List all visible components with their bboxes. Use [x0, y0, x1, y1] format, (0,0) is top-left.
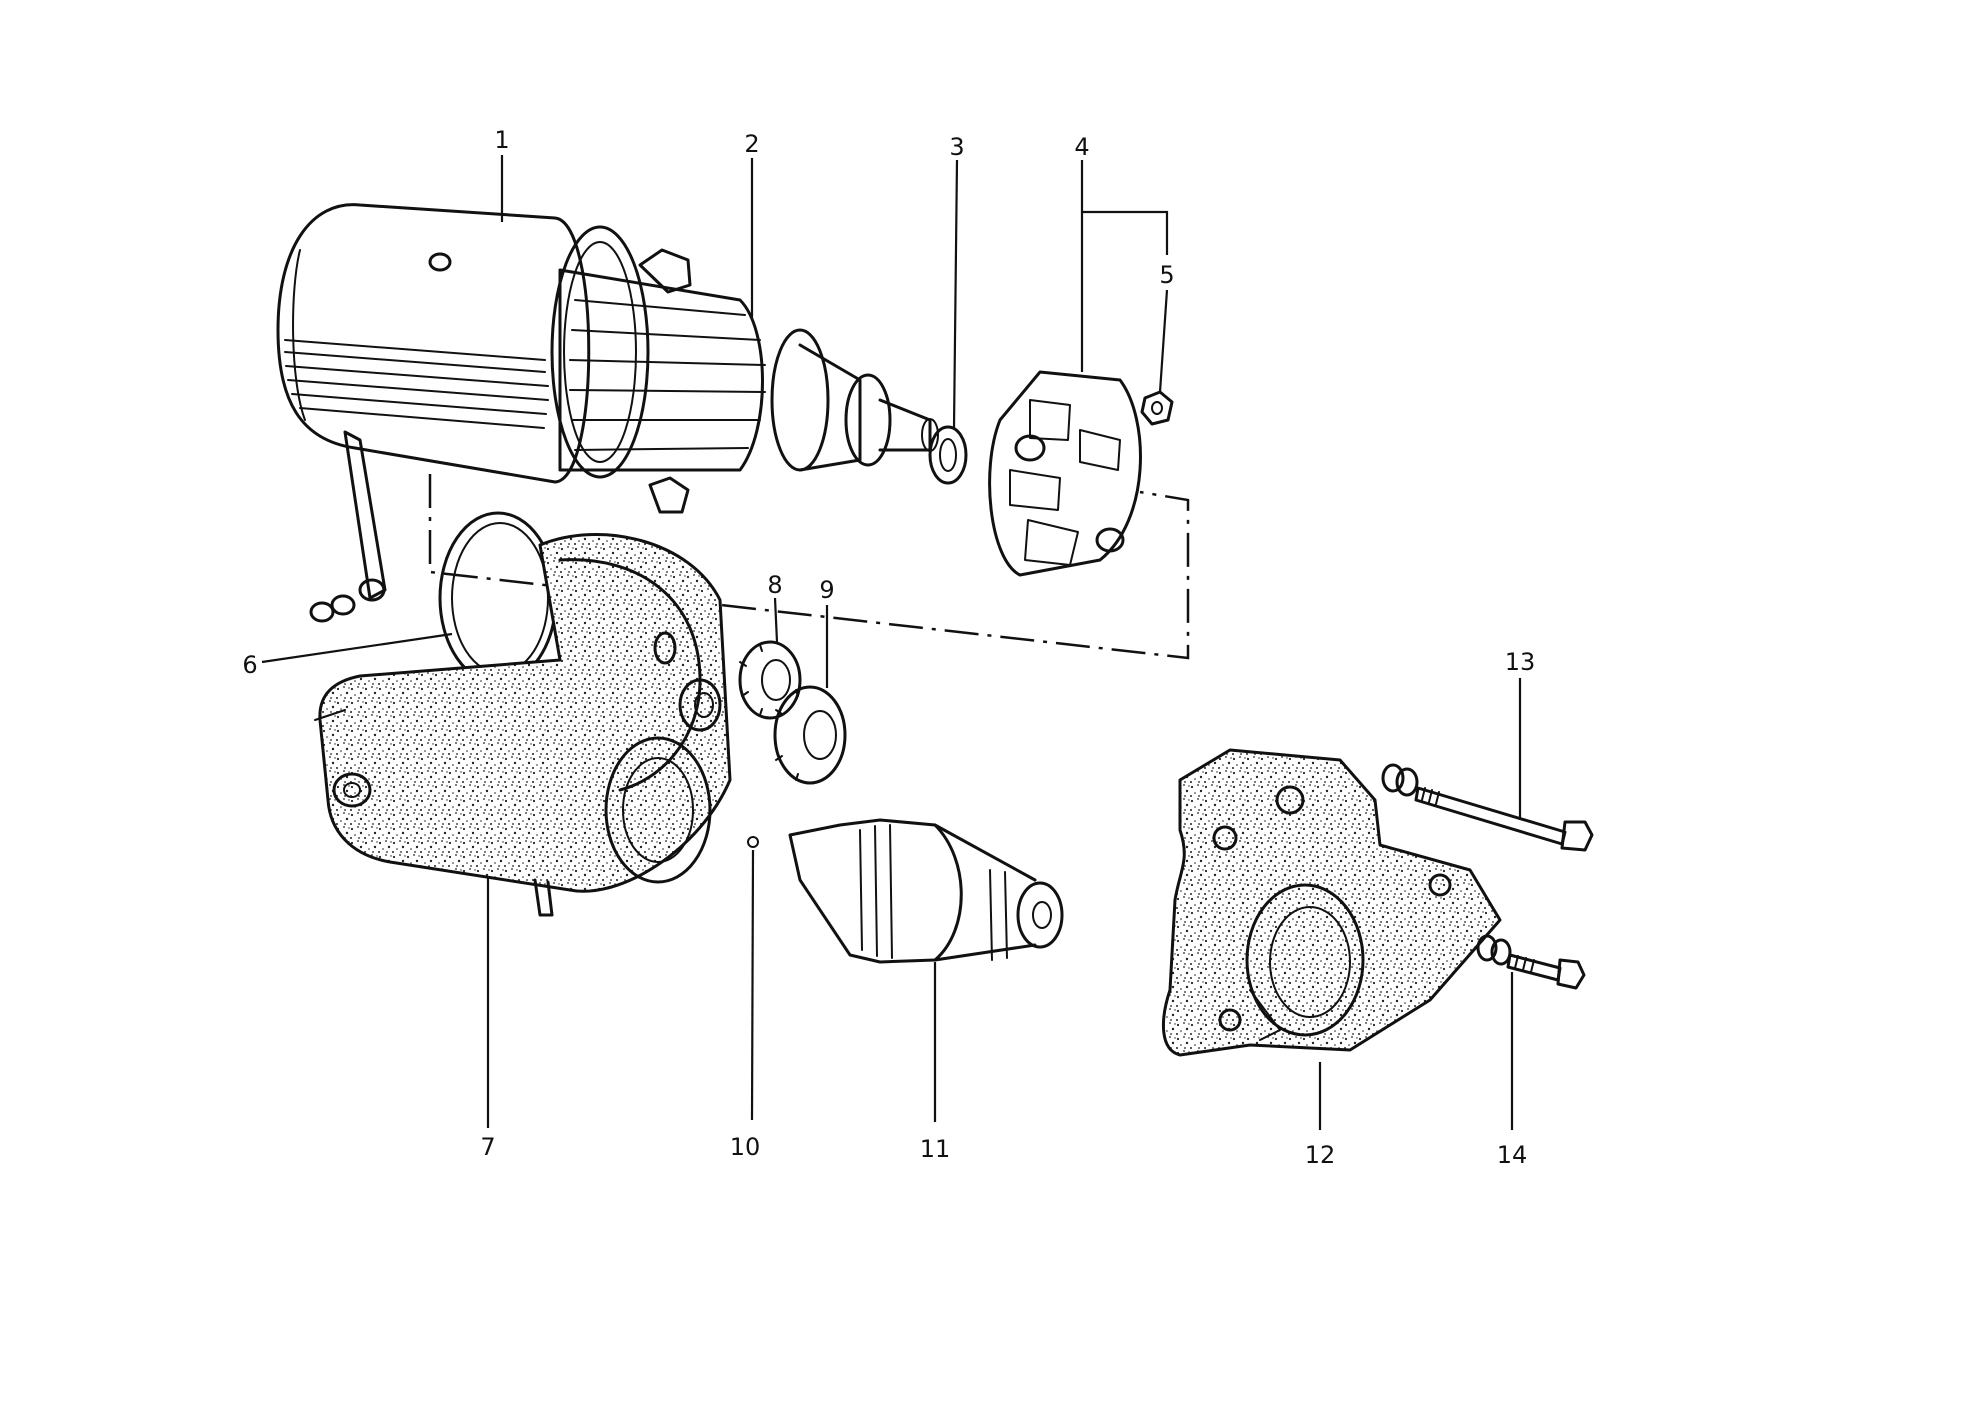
callout-6: 6 — [242, 651, 257, 679]
pinion-drive-part — [788, 818, 1064, 964]
callout-2: 2 — [744, 130, 759, 158]
callout-8: 8 — [767, 571, 782, 599]
callout-10: 10 — [730, 1133, 761, 1161]
callout-12: 12 — [1305, 1141, 1336, 1169]
brush-holder-part — [988, 370, 1142, 577]
armature-part — [558, 268, 939, 472]
nut-part — [1140, 390, 1174, 426]
leader-lines — [261, 155, 1522, 1130]
drive-end-housing-part — [1161, 748, 1502, 1057]
short-bolt-part — [1476, 934, 1586, 990]
callout-7: 7 — [480, 1133, 495, 1161]
gear-part-8 — [738, 640, 802, 720]
callout-13: 13 — [1505, 648, 1536, 676]
callout-14: 14 — [1497, 1141, 1528, 1169]
ball-part — [747, 836, 759, 848]
long-bolt-part — [1381, 763, 1594, 852]
callout-11: 11 — [920, 1135, 951, 1163]
washer-part — [928, 425, 968, 485]
callout-labels: 1 2 3 4 5 6 7 8 9 10 11 12 13 14 — [242, 126, 1535, 1169]
callout-3: 3 — [949, 133, 964, 161]
callout-1: 1 — [494, 126, 509, 154]
assembly-centerline — [428, 474, 1190, 660]
solenoid-housing-part — [314, 533, 732, 917]
callout-4: 4 — [1074, 133, 1089, 161]
seal-ring-part — [438, 511, 558, 685]
callout-9: 9 — [819, 576, 834, 604]
gear-part-9 — [773, 685, 847, 785]
bearing — [678, 678, 722, 732]
callout-5: 5 — [1159, 261, 1174, 289]
small-washers — [309, 594, 356, 623]
